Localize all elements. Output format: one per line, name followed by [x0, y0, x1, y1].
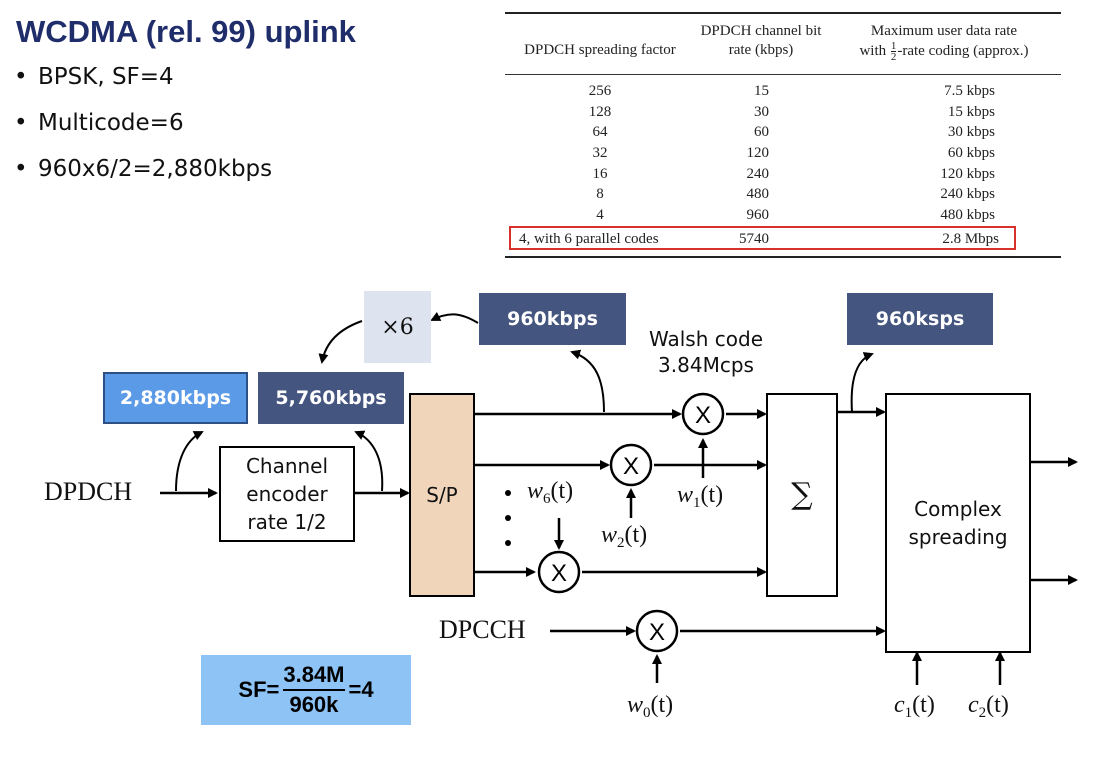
spreading-factor-table: DPDCH spreading factor DPDCH channel bit…: [505, 12, 1061, 258]
rate-960ksps-box: 960ksps: [847, 293, 993, 345]
bullet-item: •Multicode=6: [14, 110, 184, 136]
w1-label: w1(t): [677, 482, 724, 511]
multiplier-label: X: [695, 402, 711, 429]
c1-label: c1(t): [894, 692, 935, 721]
highlight-box: [509, 225, 1016, 250]
multiplier-w1: [681, 392, 725, 436]
slide-title: WCDMA (rel. 99) uplink: [16, 14, 356, 49]
table-header: DPDCH spreading factor DPDCH channel bit…: [505, 14, 1061, 75]
rate-960kbps-box: 960kbps: [479, 293, 626, 345]
rate-2880kbps-box: 2,880kbps: [103, 372, 248, 424]
ellipsis-dot: [505, 540, 511, 546]
curve-960kbps-left: [430, 311, 479, 324]
rate-5760kbps-box: 5,760kbps: [258, 372, 404, 424]
curve-960ksps: [850, 352, 874, 413]
bullet-list: •BPSK, SF=4 •Multicode=6 •960x6/2=2,880k…: [14, 64, 272, 202]
multiplier-w2: [609, 443, 653, 487]
ellipsis-dot: [505, 490, 511, 496]
multiplier-label: X: [649, 619, 665, 646]
curve-5760: [354, 430, 384, 492]
bullet-item: •960x6/2=2,880kbps: [14, 156, 273, 182]
curve-x6: [318, 320, 363, 364]
w0-label: w0(t): [627, 692, 674, 721]
dpcch-label: DPCCH: [439, 615, 526, 644]
summation-block: ∑: [766, 393, 838, 597]
w2-label: w2(t): [601, 522, 648, 551]
serial-to-parallel-block: S/P: [409, 393, 475, 597]
table-row-highlighted: 4, with 6 parallel codes 5740 2.8 Mbps: [505, 225, 1061, 252]
header-spreading-factor: DPDCH spreading factor: [524, 42, 676, 58]
c2-label: c2(t): [968, 692, 1009, 721]
bullet-item: •BPSK, SF=4: [14, 64, 174, 90]
w6-label: w6(t): [527, 478, 574, 507]
curve-2880: [175, 431, 204, 492]
curve-960kbps-walsh: [570, 349, 605, 413]
dpdch-label: DPDCH: [44, 477, 133, 506]
multiplier-x6-box: ×6: [364, 291, 431, 363]
multiplier-w6: [537, 550, 581, 594]
multiplier-w0: [635, 609, 679, 653]
ellipsis-dot: [505, 515, 511, 521]
multiplier-label: X: [551, 560, 567, 587]
multiplier-label: X: [623, 453, 639, 480]
